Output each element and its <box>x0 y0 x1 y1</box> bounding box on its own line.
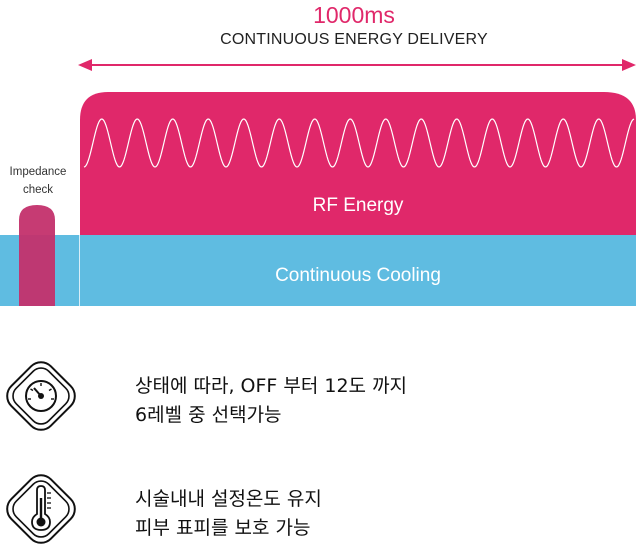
impedance-label-line1: Impedance <box>9 166 67 178</box>
duration-label: 1000ms <box>313 2 395 28</box>
delivery-label: CONTINUOUS ENERGY DELIVERY <box>220 31 488 48</box>
feature-1-line2: 6레벨 중 선택가능 <box>135 404 282 426</box>
feature-text-1: 상태에 따라, OFF 부터 12도 까지 6레벨 중 선택가능 <box>135 372 407 430</box>
rf-energy-label: RF Energy <box>312 195 404 216</box>
cooling-bar-main <box>80 235 636 306</box>
feature-1-line1: 상태에 따라, OFF 부터 12도 까지 <box>135 375 408 397</box>
impedance-label-line2: check <box>22 184 54 196</box>
feature-2-line2: 피부 표피를 보호 가능 <box>135 517 311 539</box>
thermometer-icon <box>6 474 76 544</box>
energy-diagram: 1000ms CONTINUOUS ENERGY DELIVERY Impeda… <box>0 2 636 306</box>
feature-item-temperature-maintain: 시술내내 설정온도 유지 피부 표피를 보호 가능 <box>0 468 636 550</box>
cooling-label: Continuous Cooling <box>275 265 441 286</box>
diagram-graphic <box>0 59 636 306</box>
gauge-icon <box>6 361 76 431</box>
duration-arrow <box>78 59 636 71</box>
feature-text-2: 시술내내 설정온도 유지 피부 표피를 보호 가능 <box>135 485 322 543</box>
impedance-pulse <box>19 205 55 306</box>
rf-wave <box>83 118 635 168</box>
feature-item-temperature-levels: 상태에 따라, OFF 부터 12도 까지 6레벨 중 선택가능 <box>0 355 636 437</box>
feature-2-line1: 시술내내 설정온도 유지 <box>135 488 322 510</box>
impedance-label: Impedance check <box>0 163 76 199</box>
